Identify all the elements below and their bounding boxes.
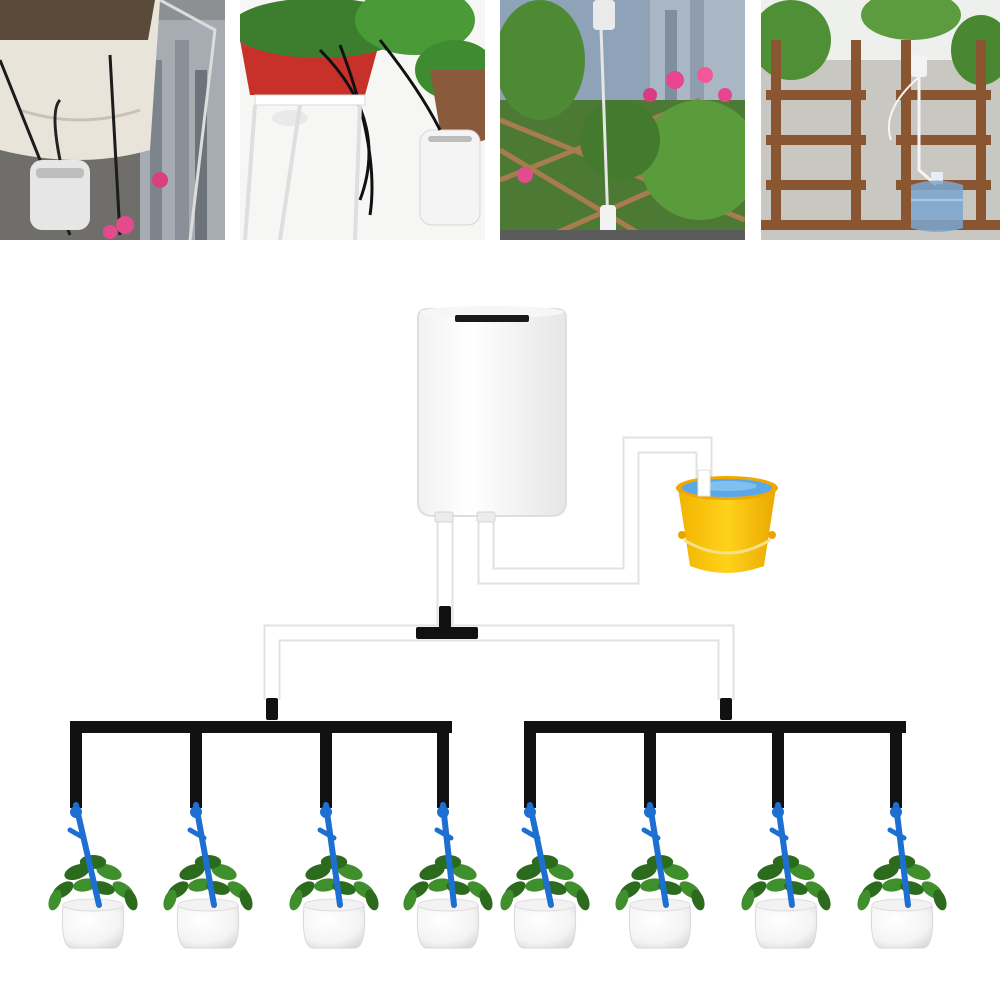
- potted-plant-icon: [741, 802, 831, 949]
- pot: [61, 904, 125, 949]
- potted-plant-icon: [857, 802, 947, 949]
- wooden-plant-shelf-with-water-jug-photo: [761, 0, 1000, 240]
- pot: [513, 904, 577, 949]
- potted-plant-icon: [48, 802, 138, 949]
- leaf-cluster: [741, 854, 831, 911]
- plant-row: [48, 802, 947, 949]
- potted-plant-icon: [163, 802, 253, 949]
- potted-plant-icon: [403, 802, 493, 949]
- leaf-cluster: [48, 854, 138, 911]
- pot: [628, 904, 692, 949]
- photo-strip: [0, 0, 1000, 240]
- irrigation-system-diagram: [0, 240, 1000, 1000]
- pot: [870, 904, 934, 949]
- potted-plant-icon: [615, 802, 705, 949]
- pot: [176, 904, 240, 949]
- potted-plant-icon: [289, 802, 379, 949]
- potted-plant-with-pump-photo: [240, 0, 485, 240]
- drip-stake-icon: [434, 802, 457, 908]
- drip-stake-icon: [521, 802, 554, 908]
- water-bucket-icon: [676, 469, 778, 573]
- drip-hose-branch-1: [70, 721, 452, 808]
- flowering-trellis-photo: [500, 0, 745, 240]
- irrigation-system-svg: [48, 306, 947, 949]
- pot: [302, 904, 366, 949]
- drip-hose-network: [70, 721, 906, 808]
- drip-stake-icon: [641, 802, 669, 908]
- tee-connector: [416, 606, 478, 639]
- drip-hose-branch-2: [524, 721, 906, 808]
- leaf-cluster: [289, 854, 379, 911]
- drip-stake-icon: [887, 802, 911, 908]
- pot: [754, 904, 818, 949]
- drip-stake-icon: [317, 802, 343, 908]
- pot: [416, 904, 480, 949]
- potted-plant-icon: [500, 802, 590, 949]
- balcony-planter-with-pump-photo: [0, 0, 225, 240]
- leaf-cluster: [403, 854, 493, 911]
- pump-unit-icon: [417, 306, 567, 523]
- branch-connectors: [266, 698, 732, 720]
- drip-stake-icon: [769, 802, 795, 908]
- drip-stake-icon: [187, 802, 217, 908]
- drip-stake-icon: [67, 802, 102, 908]
